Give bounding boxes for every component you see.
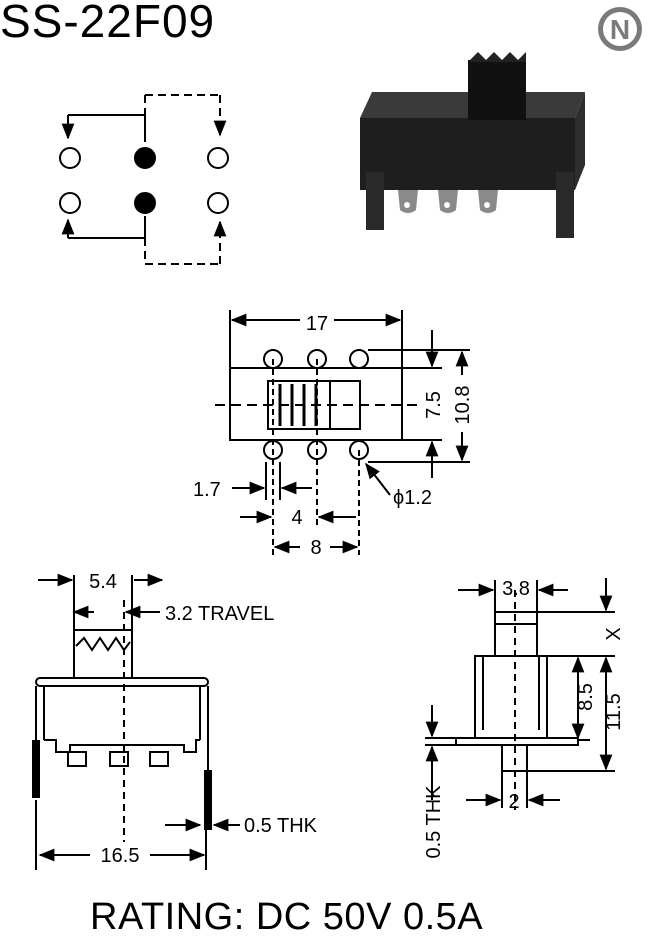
schematic-common-contact	[134, 192, 156, 214]
product-photo	[360, 52, 585, 238]
side-terminal-thickness-dimension: 0.5 THK	[244, 815, 318, 837]
top-hole-diameter-dimension: ϕ1.2	[393, 487, 432, 509]
schematic-common-contact	[134, 147, 156, 169]
switch-schematic	[59, 94, 229, 265]
top-height-dimension: 10.8	[452, 386, 474, 425]
electrical-rating: RATING: DC 50V 0.5A	[90, 896, 484, 938]
schematic-contact	[59, 147, 81, 169]
end-total-height-dimension: 11.5	[603, 693, 625, 730]
top-width-dimension: 17	[306, 313, 328, 335]
pin-pad	[307, 349, 327, 369]
schematic-contact	[207, 192, 229, 214]
top-edge-offset-dimension: 1.7	[193, 479, 221, 501]
brand-logo: N	[598, 7, 642, 51]
end-actuator-height-dimension: X	[603, 627, 625, 640]
side-travel-dimension: 3.2 TRAVEL	[165, 603, 274, 625]
side-actuator-width-dimension: 5.4	[89, 571, 117, 593]
side-view-drawing	[35, 573, 240, 870]
end-actuator-width-dimension: 3.8	[502, 578, 530, 600]
pin-pad	[349, 349, 369, 369]
schematic-contact	[207, 147, 229, 169]
end-pin-width-dimension: 2	[508, 791, 519, 813]
end-terminal-thickness-dimension: 0.5 THK	[423, 785, 445, 859]
schematic-contact	[59, 192, 81, 214]
side-terminal-right	[204, 770, 212, 830]
pin-pad	[263, 349, 283, 369]
end-view-drawing	[425, 578, 615, 810]
side-terminal-left	[32, 740, 40, 798]
part-number-title: SS-22F09	[0, 0, 216, 47]
logo-letter: N	[610, 14, 630, 45]
end-body-height-dimension: 8.5	[575, 683, 597, 711]
side-body-length-dimension: 16.5	[101, 845, 140, 867]
pin-pad	[349, 440, 369, 460]
top-pin-pitch-dimension: 4	[291, 507, 302, 529]
top-pin-span-dimension: 7.5	[423, 391, 445, 419]
top-outer-pin-span-dimension: 8	[310, 537, 321, 559]
top-view-drawing	[215, 310, 470, 555]
